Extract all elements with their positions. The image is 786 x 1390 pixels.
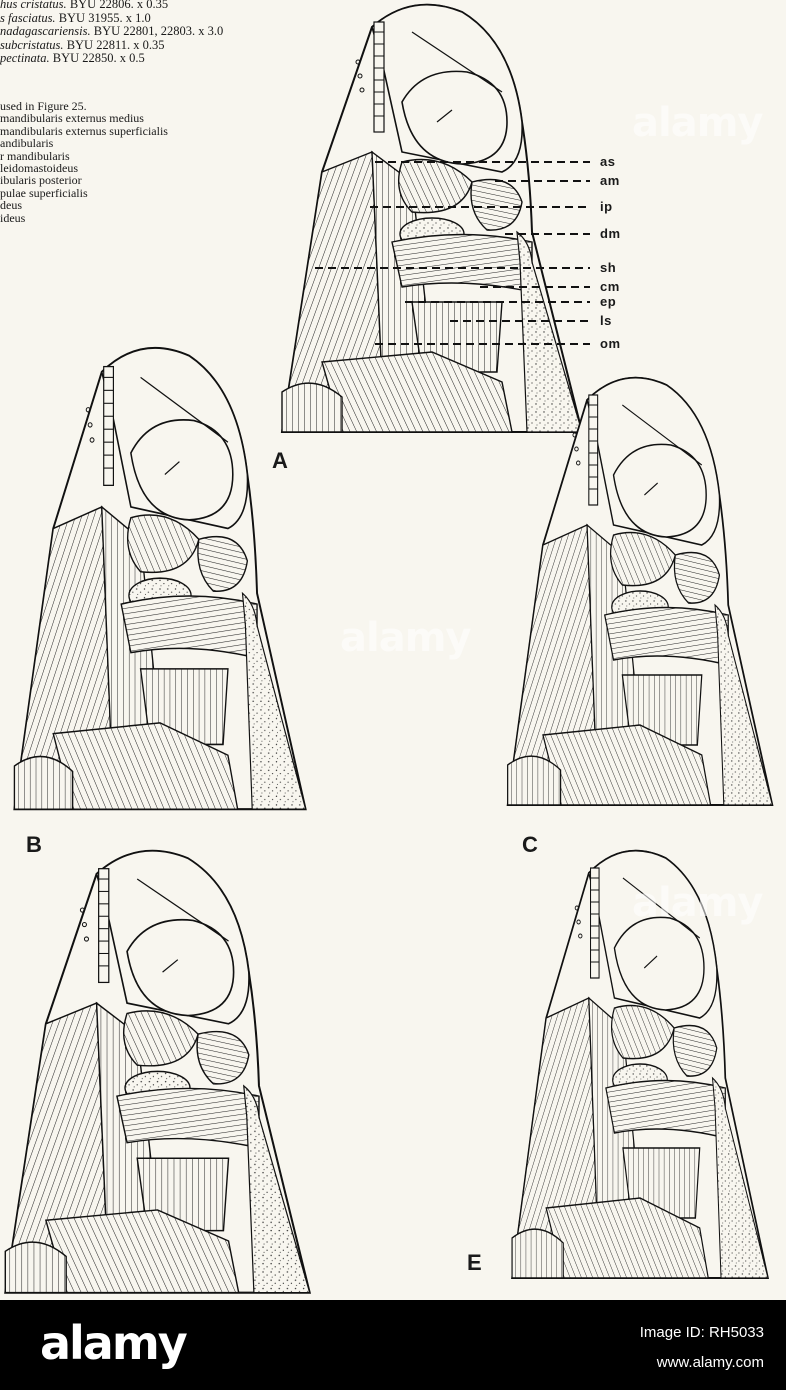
label-ls: ls [600,313,612,328]
site-url: www.alamy.com [656,1354,764,1371]
image-id-block: Image ID: RH5033 www.alamy.com [640,1318,764,1378]
label-ip: ip [600,199,613,214]
image-id: Image ID: RH5033 [639,1324,764,1341]
caption-line: s fasciatus. BYU 31955. x 1.0 [0,10,151,25]
panel-label-a: A [272,448,288,473]
abbreviation-item: r mandibularis [0,148,70,163]
caption-line: pectinata. BYU 22850. x 0.5 [0,51,145,66]
alamy-logo: alamy [40,1316,188,1370]
caption-line: nadagascariensis. BYU 22801, 22803. x 3.… [0,24,224,39]
figure-a-leader-lines [315,161,590,345]
label-ep: ep [600,294,617,309]
figure-caption: hus cristatus. BYU 22806. x 0.35 s fasci… [0,0,300,66]
watermark: alamy [340,615,471,661]
figure-d-drawing [0,848,330,1300]
caption-line: subcristatus. BYU 22811. x 0.35 [0,37,165,52]
abbreviation-item: ibularis posterior [0,173,82,188]
panel-label-c: C [522,832,538,857]
caption-line: hus cristatus. BYU 22806. x 0.35 [0,0,169,11]
panel-label-e: E [467,1250,482,1275]
footer-bar: alamy Image ID: RH5033 www.alamy.com [0,1300,786,1390]
label-cm: cm [600,279,620,294]
abbreviation-item: mandibularis externus superficialis [0,123,168,138]
figure-b-drawing [0,345,325,820]
panel-label-b: B [26,832,42,857]
figure-c-drawing [490,375,786,815]
abbreviation-item: mandibularis externus medius [0,111,144,126]
abbreviation-item: leidomastoideus [0,161,78,176]
abbreviation-list: used in Figure 25. mandibularis externus… [0,100,168,224]
abbreviation-item: used in Figure 25. [0,99,87,113]
watermark: alamy [632,880,763,926]
label-sh: sh [600,260,617,275]
abbreviation-item: pulae superficialis [0,185,88,200]
label-om: om [600,336,621,351]
abbreviation-item: andibularis [0,136,54,151]
label-am: am [600,173,620,188]
label-dm: dm [600,226,621,241]
figure-plate: hus cristatus. BYU 22806. x 0.35 s fasci… [0,0,786,1300]
label-as: as [600,154,616,169]
watermark: alamy [632,100,763,146]
abbreviation-item: ideus [0,210,26,225]
abbreviation-item: deus [0,198,22,213]
